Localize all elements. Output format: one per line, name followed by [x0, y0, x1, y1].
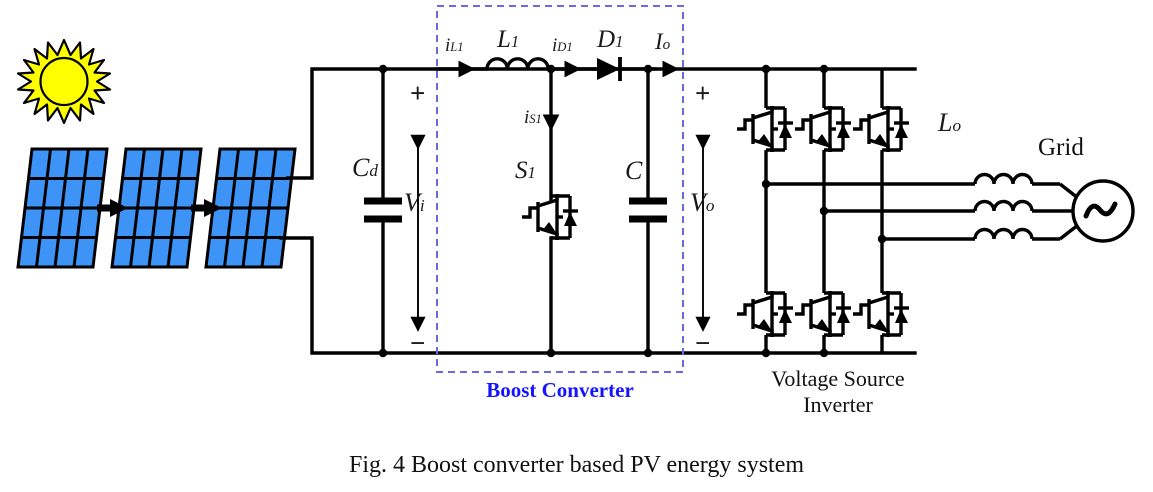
vsi-line-1: Voltage Source [771, 366, 905, 391]
inverter-rails [764, 69, 975, 353]
output-inductor-a [973, 172, 1060, 186]
output-inductor-c [973, 227, 1060, 241]
label-voltage-vi: Vi [404, 188, 425, 217]
label-inductor-current: iL1 [445, 35, 464, 56]
capacitor-cd [364, 197, 402, 223]
label-voltage-vo: Vo [690, 188, 715, 217]
label-vi-plus: + [410, 78, 426, 108]
igbt-lower-a [737, 291, 793, 337]
label-vi-minus: − [410, 328, 426, 358]
vsi-line-2: Inverter [803, 391, 873, 417]
label-diode-d1: D1 [597, 26, 624, 53]
label-diode-current: iD1 [552, 35, 573, 56]
pv-panel-1 [16, 147, 109, 269]
panel-flow-arrow-1 [97, 199, 128, 217]
circuit-schematic [16, 5, 1135, 373]
igbt-upper-a [737, 106, 793, 152]
label-inductor-l1: L1 [497, 26, 520, 53]
label-switch-current: iS1 [524, 107, 542, 128]
igbt-lower-c [853, 291, 909, 337]
label-boost-converter: Boost Converter [486, 378, 634, 402]
label-capacitor-c: C [625, 156, 643, 185]
label-vo-plus: + [695, 78, 711, 108]
label-output-inductor: Lo [938, 108, 962, 137]
inductor-l1 [485, 57, 550, 70]
boost-converter-dashed-box [436, 5, 684, 373]
label-switch-s1: S1 [515, 157, 536, 184]
sun-icon [16, 38, 112, 125]
output-inductor-b [973, 199, 1060, 213]
igbt-s1 [522, 194, 578, 240]
label-voltage-source-inverter: Voltage Source Inverter [728, 366, 948, 418]
label-grid: Grid [1038, 134, 1084, 161]
panel-flow-arrow-2 [191, 199, 222, 217]
pv-panel-3 [204, 147, 297, 269]
igbt-lower-b [795, 291, 851, 337]
grid-ac-source [1071, 179, 1135, 243]
capacitor-c [629, 197, 667, 223]
igbt-upper-b [795, 106, 851, 152]
pv-panel-2 [110, 147, 203, 269]
label-output-current: Io [655, 29, 671, 54]
junction-dots [378, 64, 887, 358]
label-vo-minus: − [695, 328, 711, 358]
diode-d1 [597, 57, 622, 81]
figure-caption: Fig. 4 Boost converter based PV energy s… [348, 452, 805, 478]
label-capacitor-cd: Cd [352, 153, 378, 182]
igbt-upper-c [853, 106, 909, 152]
